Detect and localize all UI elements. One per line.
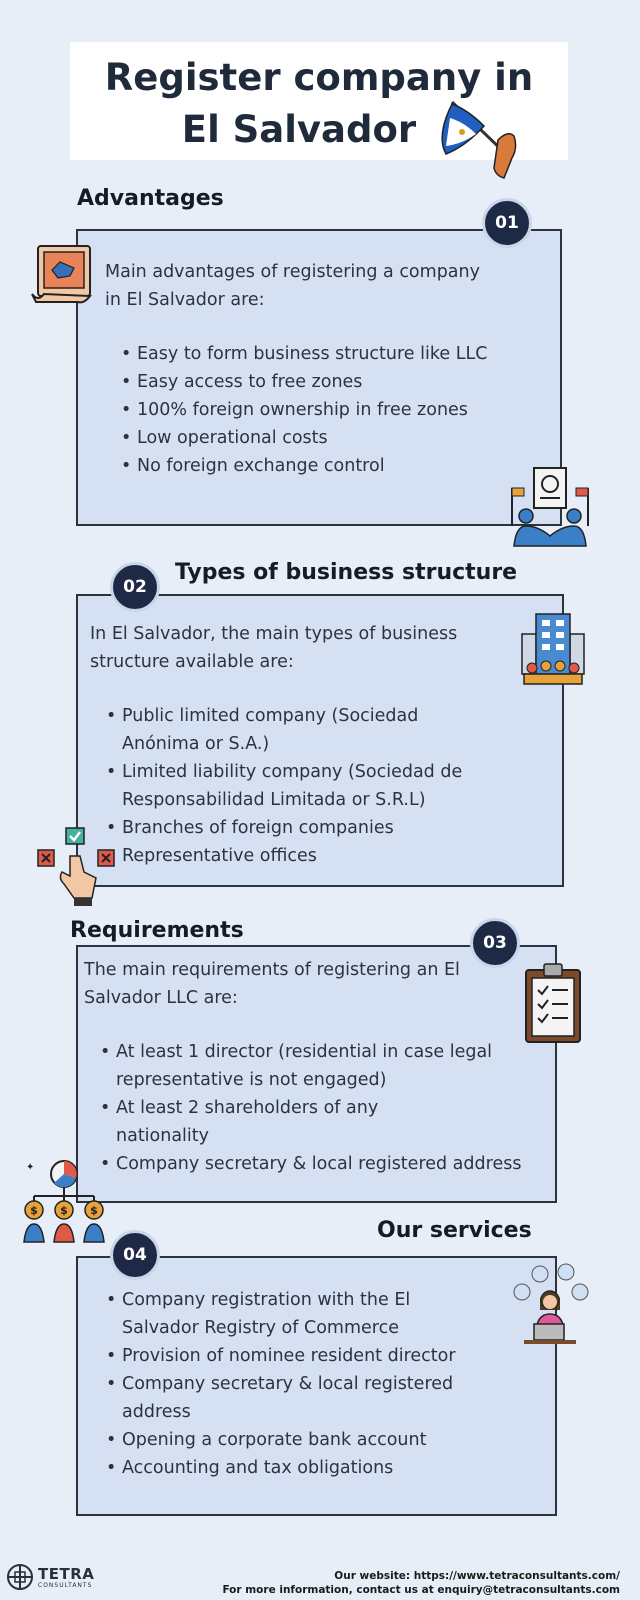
list-item: Low operational costs [121,424,541,452]
list-item: Limited liability company (Sociedad de R… [106,758,546,814]
list-item: 100% foreign ownership in free zones [121,396,541,424]
title-line-1: Register company in [104,56,534,99]
flag-icon [441,100,517,179]
clipboard-icon [525,963,581,1043]
list-item: Public limited company (Sociedad Anónima… [106,702,546,758]
list-item: At least 1 director (residential in case… [100,1038,540,1094]
heading-advantages: Advantages [77,186,224,211]
title-box: Register company in El Salvador [70,42,568,160]
page-title: Register company in El Salvador [70,52,568,156]
list-item: Provision of nominee resident director [106,1342,536,1370]
section-intro: In El Salvador, the main types of busine… [90,624,458,672]
list-item: At least 2 shareholders of any nationali… [100,1094,540,1150]
heading-our-services: Our services [377,1218,532,1243]
section-number-badge: 03 [470,918,520,968]
list-item: Branches of foreign companies [106,814,546,842]
office-building-icon [521,613,585,685]
logo-name: TETRA [38,1564,95,1583]
heading-types-of-business-structure: Types of business structure [175,560,518,585]
list-item: Easy access to free zones [121,368,541,396]
consultant-icon [513,1263,589,1344]
footer: Our website: https://www.tetraconsultant… [222,1569,620,1597]
checklist-choice-icon [37,827,115,906]
list-item: Company secretary & local registered add… [106,1370,536,1426]
title-line-2: El Salvador [181,108,417,151]
list-item: Company registration with the El Salvado… [106,1286,536,1342]
section-intro: The main requirements of registering an … [84,960,460,1008]
bullet-list: At least 1 director (residential in case… [100,1038,540,1178]
footer-contact[interactable]: For more information, contact us at enqu… [222,1584,620,1596]
logo-mark-icon [7,1564,33,1590]
list-item: Representative offices [106,842,546,870]
section-intro: Main advantages of registering a company… [105,262,480,310]
list-item: No foreign exchange control [121,452,541,480]
section-number-badge: 02 [110,562,160,612]
bullet-list: Public limited company (Sociedad Anónima… [106,702,546,870]
logo-sub: CONSULTANTS [38,1581,93,1589]
list-item: Accounting and tax obligations [106,1454,536,1482]
heading-requirements: Requirements [70,918,244,943]
bullet-list: Easy to form business structure like LLC… [121,340,541,480]
certificate-icon [31,245,92,304]
footer-website[interactable]: Our website: https://www.tetraconsultant… [334,1570,620,1582]
bullet-list: Company registration with the El Salvado… [106,1286,536,1482]
handshake-icon [511,467,589,547]
svg-text:✦: ✦ [26,1162,34,1173]
tetra-logo: TETRA CONSULTANTS [6,1560,96,1594]
organization-chart-icon: $ $ $ ✦ [23,1160,105,1243]
list-item: Easy to form business structure like LLC [121,340,541,368]
list-item: Company secretary & local registered add… [100,1150,540,1178]
section-number-badge: 01 [482,198,532,248]
svg-text:$: $ [30,1204,38,1217]
list-item: Opening a corporate bank account [106,1426,536,1454]
svg-text:$: $ [90,1204,98,1217]
section-number-badge: 04 [110,1230,160,1280]
svg-text:$: $ [60,1204,68,1217]
